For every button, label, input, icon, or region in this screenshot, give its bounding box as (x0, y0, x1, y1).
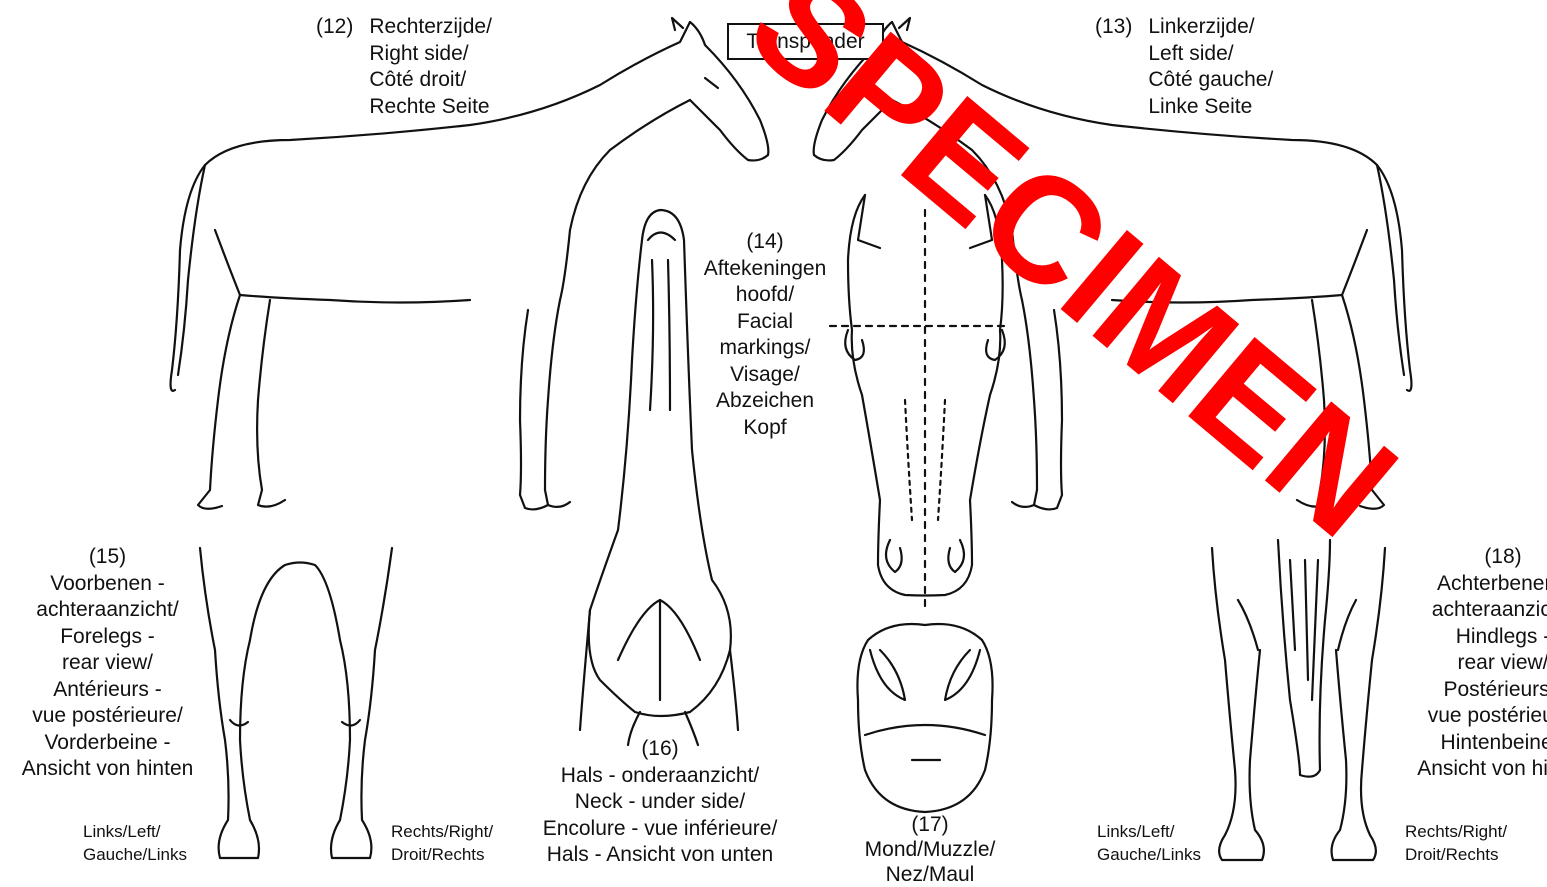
forelegs-rear-view-outline (200, 548, 392, 858)
forelegs-line: Voorbenen - (5, 571, 210, 598)
hindlegs-line: Postérieurs - (1398, 677, 1547, 704)
hindlegs-left-tag-line: Links/Left/ (1097, 820, 1201, 843)
hindlegs-right-tag-line: Droit/Rechts (1405, 843, 1507, 866)
forelegs-number: (15) (5, 544, 210, 571)
forelegs-line: Forelegs - (5, 624, 210, 651)
forelegs-right-tag-line: Droit/Rechts (391, 843, 493, 866)
muzzle-line: Mond/Muzzle/ (850, 837, 1010, 862)
hindlegs-rear-view-outline (1212, 540, 1385, 860)
left-side-line: Left side/ (1148, 41, 1273, 68)
facial-markings-line: Facial (690, 309, 840, 336)
hindlegs-line: Achterbenen - (1398, 571, 1547, 598)
hindlegs-label-clip: (18) Achterbenen - achteraanzicht/ Hindl… (1390, 544, 1547, 789)
muzzle-outline (857, 624, 992, 812)
muzzle-label: (17) Mond/Muzzle/ Nez/Maul (850, 812, 1010, 887)
facial-markings-number: (14) (690, 229, 840, 256)
hindlegs-left-tag-line: Gauche/Links (1097, 843, 1201, 866)
forelegs-label: (15) Voorbenen - achteraanzicht/ Foreleg… (5, 544, 210, 783)
right-side-number: (12) (316, 14, 353, 120)
facial-markings-line: hoofd/ (690, 282, 840, 309)
neck-line: Hals - onderaanzicht/ (512, 763, 808, 790)
forelegs-line: Antérieurs - (5, 677, 210, 704)
right-side-line: Rechterzijde/ (369, 14, 492, 41)
facial-markings-line: Kopf (690, 415, 840, 442)
hindlegs-right-tag: Rechts/Right/ Droit/Rechts (1405, 820, 1507, 866)
right-side-line: Côté droit/ (369, 67, 492, 94)
neck-number: (16) (512, 736, 808, 763)
hindlegs-line: achteraanzicht/ (1398, 597, 1547, 624)
facial-markings-line: markings/ (690, 335, 840, 362)
hindlegs-line: Ansicht von hinten (1398, 756, 1547, 783)
left-side-line: Linke Seite (1148, 94, 1273, 121)
hindlegs-right-tag-line: Rechts/Right/ (1405, 820, 1507, 843)
forelegs-left-tag-line: Links/Left/ (83, 820, 187, 843)
forelegs-left-tag: Links/Left/ Gauche/Links (83, 820, 187, 866)
hindlegs-line: rear view/ (1398, 650, 1547, 677)
facial-markings-label: (14) Aftekeningen hoofd/ Facial markings… (690, 229, 840, 441)
forelegs-line: achteraanzicht/ (5, 597, 210, 624)
hindlegs-label: (18) Achterbenen - achteraanzicht/ Hindl… (1398, 544, 1547, 783)
right-side-line: Right side/ (369, 41, 492, 68)
forelegs-right-tag: Rechts/Right/ Droit/Rechts (391, 820, 493, 866)
muzzle-number: (17) (850, 812, 1010, 837)
hindlegs-number: (18) (1398, 544, 1547, 571)
neck-line: Hals - Ansicht von unten (512, 842, 808, 869)
facial-markings-line: Aftekeningen (690, 256, 840, 283)
facial-markings-line: Visage/ (690, 362, 840, 389)
forelegs-line: vue postérieure/ (5, 703, 210, 730)
hindlegs-line: Hintenbeine - (1398, 730, 1547, 757)
forelegs-line: Vorderbeine - (5, 730, 210, 757)
right-side-line: Rechte Seite (369, 94, 492, 121)
forelegs-line: rear view/ (5, 650, 210, 677)
left-side-line: Linkerzijde/ (1148, 14, 1273, 41)
forelegs-left-tag-line: Gauche/Links (83, 843, 187, 866)
hindlegs-line: vue postérieure/ (1398, 703, 1547, 730)
specimen-watermark: SPECIMEN (700, 0, 1030, 240)
left-side-label: (13) Linkerzijde/ Left side/ Côté gauche… (1095, 14, 1273, 120)
neck-line: Neck - under side/ (512, 789, 808, 816)
hindlegs-line: Hindlegs - (1398, 624, 1547, 651)
left-side-number: (13) (1095, 14, 1132, 120)
right-side-label: (12) Rechterzijde/ Right side/ Côté droi… (316, 14, 492, 120)
neck-line: Encolure - vue inférieure/ (512, 816, 808, 843)
facial-markings-line: Abzeichen (690, 388, 840, 415)
hindlegs-left-tag: Links/Left/ Gauche/Links (1097, 820, 1201, 866)
left-side-line: Côté gauche/ (1148, 67, 1273, 94)
forelegs-line: Ansicht von hinten (5, 756, 210, 783)
forelegs-right-tag-line: Rechts/Right/ (391, 820, 493, 843)
neck-label: (16) Hals - onderaanzicht/ Neck - under … (512, 736, 808, 869)
muzzle-line: Nez/Maul (850, 862, 1010, 887)
